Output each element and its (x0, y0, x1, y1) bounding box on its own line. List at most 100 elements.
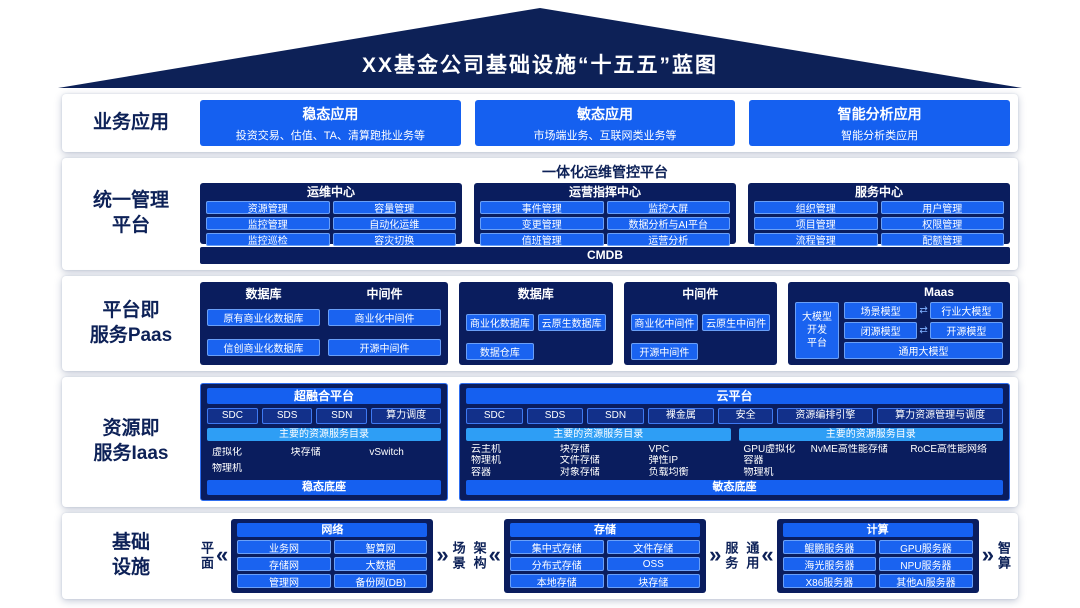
app-subtitle: 智能分析类应用 (841, 129, 919, 142)
catalog-item: vSwitch (369, 446, 404, 458)
stack-chip: 裸金属 (648, 408, 714, 424)
stack-chip: SDN (587, 408, 645, 424)
column-title: 数据库 (245, 287, 282, 301)
general-model-chip: 通用大模型 (844, 342, 1003, 359)
catalog-item: 块存储 (290, 446, 321, 458)
infra-chip: 其他AI服务器 (879, 574, 973, 588)
capability-chip: 监控大屏 (606, 201, 730, 214)
app-title: 智能分析应用 (837, 105, 922, 122)
cloud-db-panel: 数据库 商业化数据库云原生数据库 数据仓库 (459, 282, 613, 365)
stack-chip: SDN (316, 408, 368, 424)
paas-chip: 信创商业化数据库 (207, 338, 320, 356)
paas-legacy-panel: 数据库 原有商业化数据库信创商业化数据库 中间件 商业化中间件开源中间件 (200, 282, 448, 365)
cloud-title-bar: 云平台 (466, 388, 1003, 404)
catalog-item: 对象存储 (559, 466, 600, 476)
network-panel: 网络 业务网智算网存储网大数据管理网备份网(DB) (231, 519, 434, 593)
catalog-item: RoCE高性能网络 (910, 444, 987, 454)
model-chip: 行业大模型 (929, 302, 1004, 319)
legacy-mw-column: 中间件 商业化中间件开源中间件 (328, 287, 441, 360)
catalog-item: VPC (648, 444, 670, 454)
layer-stack: 业务应用 稳态应用 投资交易、估值、TA、清算跑批业务等 敏态应用 市场端业务、… (62, 94, 1018, 599)
network-grid: 业务网智算网存储网大数据管理网备份网(DB) (237, 540, 428, 588)
capability-chip: 容灾切换 (332, 233, 456, 246)
ops-command-grid: 事件管理监控大屏变更管理数据分析与AI平台值班管理运营分析 (480, 201, 730, 246)
left-axis-label: 通用 (744, 541, 760, 571)
app-subtitle: 市场端业务、互联网类业务等 (533, 129, 677, 142)
hci-title-bar: 超融合平台 (207, 388, 441, 404)
catalog-item: 文件存储 (559, 455, 600, 465)
capability-chip: 运营分析 (606, 233, 730, 246)
paas-chip: 商业化数据库 (466, 313, 534, 331)
capability-chip: 监控管理 (206, 217, 330, 230)
legacy-mw-stack: 商业化中间件开源中间件 (328, 305, 441, 360)
infra-chip: 管理网 (237, 574, 331, 588)
capability-chip: 数据分析与AI平台 (606, 217, 730, 230)
stack-chip: 算力资源管理与调度 (877, 408, 1003, 424)
layer-management: 统一管理 平台 一体化运维管控平台 运维中心 资源管理容量管理监控管理自动化运维… (62, 158, 1018, 270)
catalog-title-bar: 主要的资源服务目录 (207, 428, 441, 441)
capability-chip: 变更管理 (480, 217, 604, 230)
chevron-left-icon: « (488, 541, 501, 567)
paas-chip: 原有商业化数据库 (207, 309, 320, 327)
infra-chip: 海光服务器 (782, 557, 877, 571)
layer-label-iaas: 资源即 服务Iaas (93, 418, 169, 464)
catalog-item: 容器 (743, 455, 764, 465)
integrated-ops-platform-title: 一体化运维管控平台 (542, 164, 668, 180)
capability-chip: 资源管理 (206, 201, 330, 214)
capability-chip: 自动化运维 (332, 217, 456, 230)
catalog-item: NvME高性能存储 (810, 444, 888, 454)
paas-chip: 开源中间件 (630, 343, 699, 360)
right-axis-label: 场景 (450, 541, 466, 571)
capability-chip: 配额管理 (880, 233, 1004, 246)
panel-title: 中间件 (682, 287, 719, 301)
maas-title: Maas (923, 285, 955, 299)
management-centers: 运维中心 资源管理容量管理监控管理自动化运维监控巡检容灾切换 运营指挥中心 事件… (200, 183, 1010, 246)
app-box-agile: 敏态应用 市场端业务、互联网类业务等 (474, 100, 736, 146)
model-pair-row: 闭源模型 ⇄ 开源模型 (844, 322, 1004, 339)
panel-title: 运营指挥中心 (568, 185, 641, 199)
capability-chip: 事件管理 (480, 201, 604, 214)
catalog-title-bar: 主要的资源服务目录 (738, 428, 1003, 441)
model-chip: 开源模型 (929, 322, 1004, 339)
catalog-item: 负载均衡 (648, 466, 689, 476)
stack-chip: SDS (526, 408, 584, 424)
capability-chip: 容量管理 (332, 201, 456, 214)
management-content: 一体化运维管控平台 运维中心 资源管理容量管理监控管理自动化运维监控巡检容灾切换… (200, 164, 1010, 264)
capability-chip: 流程管理 (754, 233, 878, 246)
paas-chip: 云原生数据库 (537, 313, 606, 331)
catalog-item: 物理机 (743, 466, 774, 476)
agile-base-bar: 敏态底座 (466, 480, 1003, 495)
infra-chip: 文件存储 (606, 540, 701, 554)
infra-chip: 块存储 (606, 574, 701, 588)
cmdb-bar: CMDB (200, 247, 1010, 264)
layer-label-infrastructure: 基础 设施 (111, 532, 150, 578)
right-axis-label: 服务 (723, 541, 739, 571)
infra-group-network: 平面 « 网络 业务网智算网存储网大数据管理网备份网(DB) » 场景 (199, 519, 466, 593)
infra-title-bar: 网络 (237, 523, 428, 537)
layer-business-apps: 业务应用 稳态应用 投资交易、估值、TA、清算跑批业务等 敏态应用 市场端业务、… (62, 94, 1018, 152)
catalog-title-bar: 主要的资源服务目录 (466, 428, 731, 441)
infra-chip: 业务网 (237, 540, 331, 554)
layer-paas: 平台即 服务Paas 数据库 原有商业化数据库信创商业化数据库 中间件 商业化中… (62, 276, 1018, 371)
infra-chip: X86服务器 (782, 574, 877, 588)
paas-chip: 开源中间件 (328, 338, 441, 356)
stack-chip: 安全 (717, 408, 774, 424)
ops-center-panel: 运维中心 资源管理容量管理监控管理自动化运维监控巡检容灾切换 (200, 183, 462, 246)
stable-base-bar: 稳态底座 (207, 480, 441, 495)
stack-chip: 资源编排引擎 (777, 408, 874, 424)
capability-chip: 值班管理 (480, 233, 604, 246)
app-box-stable: 稳态应用 投资交易、估值、TA、清算跑批业务等 (200, 100, 461, 146)
app-subtitle: 投资交易、估值、TA、清算跑批业务等 (235, 129, 425, 142)
legacy-db-stack: 原有商业化数据库信创商业化数据库 (207, 305, 320, 360)
capability-chip: 项目管理 (754, 217, 878, 230)
chevron-left-icon: « (216, 541, 229, 567)
swap-arrow-icon: ⇄ (919, 324, 928, 336)
paas-chip: 云原生中间件 (702, 313, 770, 331)
